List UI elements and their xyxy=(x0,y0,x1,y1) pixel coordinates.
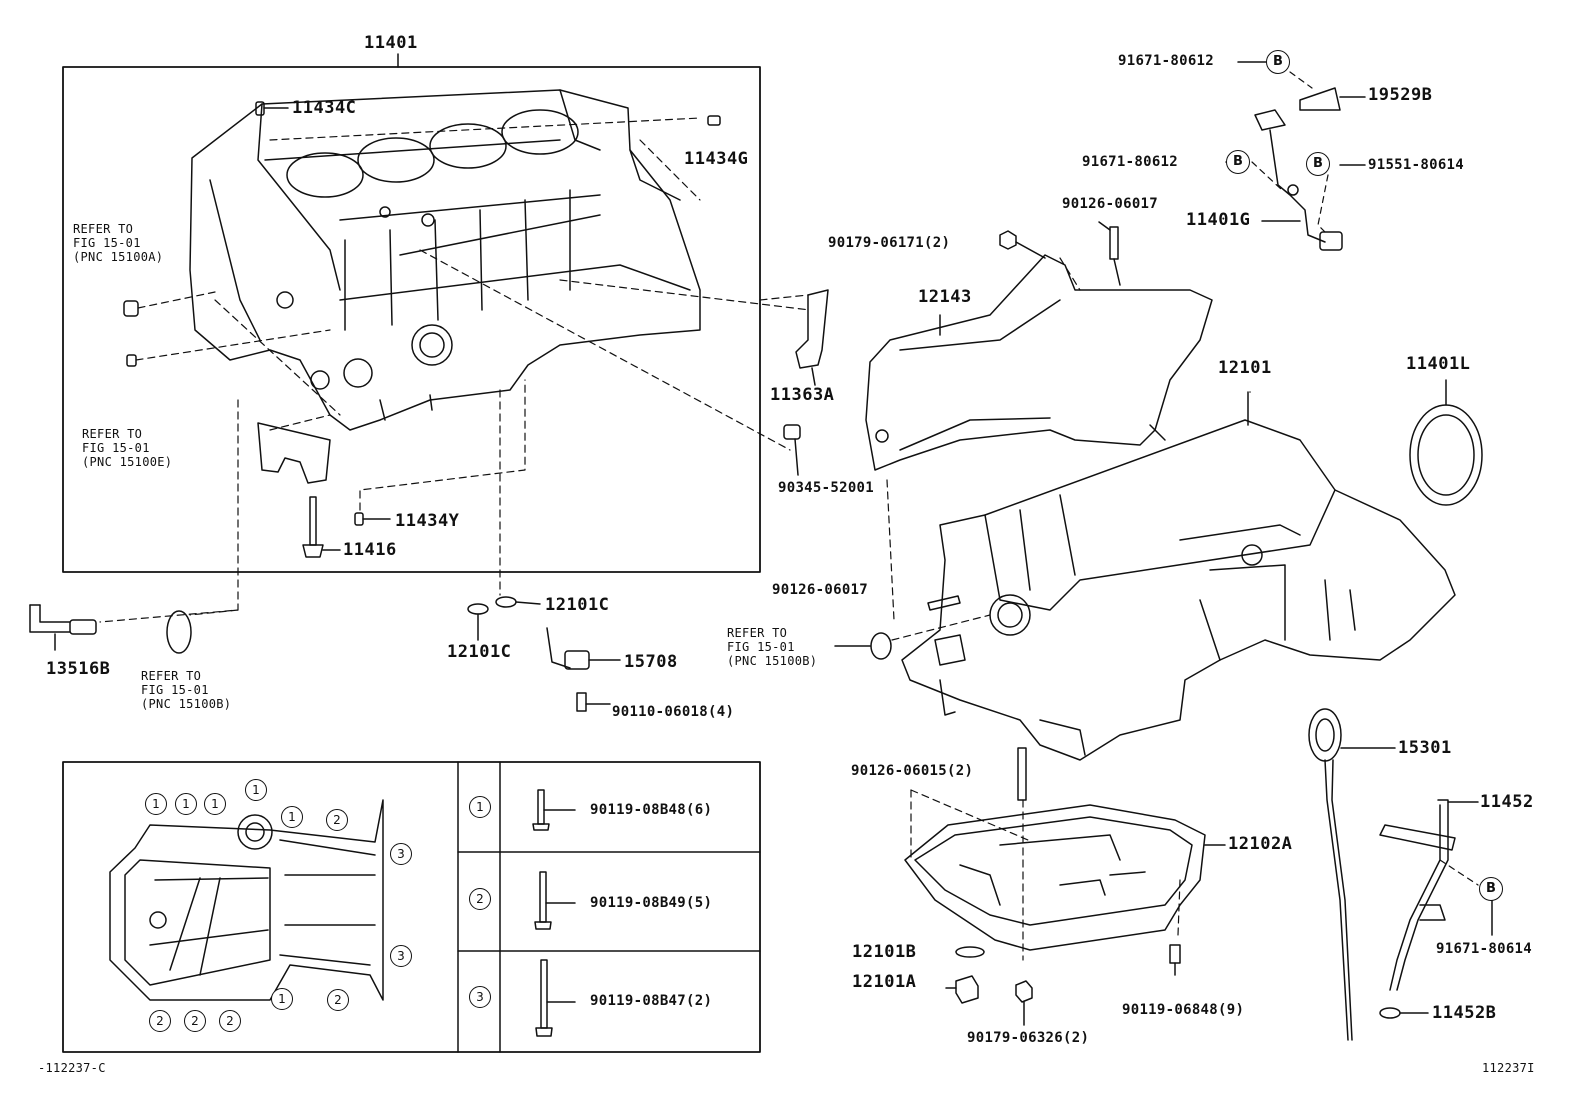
label-11434C: 11434C xyxy=(292,98,357,118)
pan-marker-2b: 2 xyxy=(327,989,349,1011)
baffle-plate-12143 xyxy=(865,254,1213,471)
legend-bolt-1-label: 90119-08B48(6) xyxy=(590,802,713,818)
label-12101A: 12101A xyxy=(852,972,917,992)
legend-row-2-marker: 2 xyxy=(469,888,491,910)
pan-marker-3b: 3 xyxy=(390,945,412,967)
label-11401G: 11401G xyxy=(1186,210,1251,230)
o-ring-12101c-b xyxy=(495,596,517,608)
misc-leaders xyxy=(759,294,809,301)
baffle-leaders xyxy=(886,257,1081,621)
label-11363A: 11363A xyxy=(770,385,835,405)
legend-pan-outline xyxy=(109,799,384,1001)
o-ring-ref-b2 xyxy=(870,632,892,660)
b-marker-mid-left: B xyxy=(1226,150,1250,174)
block-small-parts xyxy=(99,101,811,623)
drawing-code-right: 112237I xyxy=(1482,1061,1535,1075)
dipstick-guide-11452 xyxy=(1379,799,1493,991)
legend-frame xyxy=(62,761,761,1053)
cap-11363A xyxy=(795,289,829,386)
label-13516B: 13516B xyxy=(46,659,111,679)
label-12101B: 12101B xyxy=(852,942,917,962)
label-91671-80614: 91671-80614 xyxy=(1436,941,1533,957)
label-90126-06017-top: 90126-06017 xyxy=(1062,196,1159,212)
nut-90179-bot xyxy=(1015,980,1033,1026)
plug-90345 xyxy=(783,424,801,476)
pan-marker-3a: 3 xyxy=(390,843,412,865)
legend-bolt-3-label: 90119-08B47(2) xyxy=(590,993,713,1009)
label-90179-06171: 90179-06171(2) xyxy=(828,235,951,251)
label-90119-06848: 90119-06848(9) xyxy=(1122,1002,1245,1018)
pan-marker-2a: 2 xyxy=(326,809,348,831)
oil-pan-12101 xyxy=(901,391,1456,761)
pan-leaders xyxy=(891,614,991,641)
pan-marker-1e: 1 xyxy=(281,806,303,828)
pan-marker-1a: 1 xyxy=(145,793,167,815)
label-90179-06326: 90179-06326(2) xyxy=(967,1030,1090,1046)
label-19529B: 19529B xyxy=(1368,85,1433,105)
label-11434Y: 11434Y xyxy=(395,511,460,531)
gasket-12101B xyxy=(955,946,985,958)
legend-bolt-3 xyxy=(535,959,576,1037)
label-11434G: 11434G xyxy=(684,149,749,169)
legend-row-3-marker: 3 xyxy=(469,986,491,1008)
label-91551-80614: 91551-80614 xyxy=(1368,157,1465,173)
oil-seal-11401L xyxy=(1409,379,1483,506)
oil-pan-12102A xyxy=(904,789,1226,961)
pan-marker-1d: 1 xyxy=(245,779,267,801)
sensor-assembly xyxy=(1225,61,1366,251)
pan-marker-2d: 2 xyxy=(184,1010,206,1032)
label-12101C-left: 12101C xyxy=(447,642,512,662)
b-marker-bottom: B xyxy=(1479,877,1503,901)
label-12102A: 12102A xyxy=(1228,834,1293,854)
label-15708: 15708 xyxy=(624,652,678,672)
pan-marker-2e: 2 xyxy=(219,1010,241,1032)
pan-marker-1c: 1 xyxy=(204,793,226,815)
label-11401: 11401 xyxy=(364,33,418,53)
cylinder-block xyxy=(189,89,701,431)
block-frame xyxy=(62,66,761,573)
label-11401L: 11401L xyxy=(1406,354,1471,374)
b-marker-mid-right: B xyxy=(1306,152,1330,176)
stud-90126-top xyxy=(1098,221,1121,286)
pan-marker-1b: 1 xyxy=(175,793,197,815)
label-90345-52001: 90345-52001 xyxy=(778,480,875,496)
label-15301: 15301 xyxy=(1398,738,1452,758)
legend-bolt-2-label: 90119-08B49(5) xyxy=(590,895,713,911)
label-12101C-right: 12101C xyxy=(545,595,610,615)
bolt-90119-06848 xyxy=(1169,944,1181,976)
label-11416: 11416 xyxy=(343,540,397,560)
o-ring-11452B xyxy=(1379,1007,1401,1019)
label-91671-80612-top: 91671-80612 xyxy=(1118,53,1215,69)
legend-row-1-marker: 1 xyxy=(469,796,491,818)
label-11452: 11452 xyxy=(1480,792,1534,812)
label-12143: 12143 xyxy=(918,287,972,307)
label-90126-06015: 90126-06015(2) xyxy=(851,763,974,779)
b-marker-top: B xyxy=(1266,50,1290,74)
drawing-code-left: -112237-C xyxy=(38,1061,106,1075)
stud-90126-015 xyxy=(1017,747,1027,801)
legend-bolt-2 xyxy=(534,871,576,930)
o-ring-12101c-a xyxy=(467,603,489,615)
plug-12101A xyxy=(945,975,979,1004)
pan-marker-2c: 2 xyxy=(149,1010,171,1032)
legend-bolt-1 xyxy=(532,789,576,831)
label-90110-06018: 90110-06018(4) xyxy=(612,704,735,720)
o-ring-ref-b xyxy=(166,610,192,654)
label-91671-80612-mid: 91671-80612 xyxy=(1082,154,1179,170)
dipstick-15301 xyxy=(1308,708,1396,1041)
oil-pipe-13516B xyxy=(29,604,97,651)
nut-90179-top xyxy=(999,230,1046,259)
label-11452B: 11452B xyxy=(1432,1003,1497,1023)
pan-marker-1f: 1 xyxy=(271,988,293,1010)
label-90126-06017-mid: 90126-06017 xyxy=(772,582,869,598)
sensor-15708 xyxy=(546,627,621,670)
bolt-90110 xyxy=(576,692,611,712)
label-12101: 12101 xyxy=(1218,358,1272,378)
stud-90126-mid xyxy=(927,595,961,611)
